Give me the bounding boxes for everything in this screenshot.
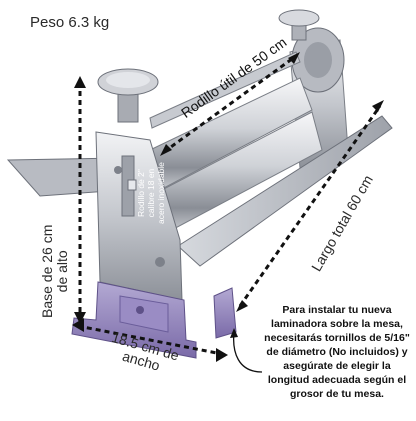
arrow-heads	[72, 52, 384, 362]
roller-useful-arrow	[163, 54, 297, 154]
note-pointer-arrow	[232, 331, 263, 373]
roller-spec-label: Rodillo de 2" calibre 18 en acero inoxid…	[136, 162, 166, 224]
base-width-arrow	[77, 324, 223, 356]
total-length-arrow	[238, 105, 382, 307]
front-tray	[177, 115, 393, 267]
left-frame	[95, 131, 183, 301]
rollers	[149, 51, 323, 233]
weight-label: Peso 6.3 kg	[30, 14, 110, 31]
installation-note: Para instalar tu nueva laminadora sobre …	[264, 304, 410, 400]
base	[71, 281, 237, 359]
base-height-label: Base de 26 cm de alto	[39, 224, 70, 318]
left-knob	[97, 68, 159, 123]
right-knob	[278, 9, 320, 41]
dimension-arrows	[77, 54, 382, 356]
